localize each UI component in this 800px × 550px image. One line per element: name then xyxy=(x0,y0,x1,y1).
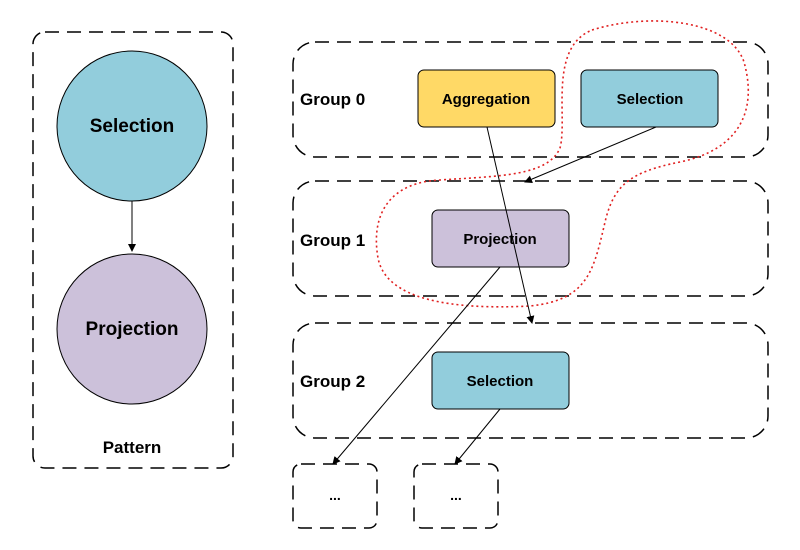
group-0-aggregation-node xyxy=(417,69,556,128)
group-1-projection-label: Projection xyxy=(463,231,536,248)
group-1-projection-node xyxy=(431,209,570,268)
pattern-selection-label: Selection xyxy=(90,116,174,137)
group-2-selection-node xyxy=(431,351,570,410)
group-2-label: Group 2 xyxy=(300,372,365,391)
group-0-label: Group 0 xyxy=(300,90,365,109)
placeholder-group-1-label: ... xyxy=(329,487,341,503)
edge-group1-projection-to-placeholder-1 xyxy=(332,266,501,465)
edge-group2-selection-to-placeholder-2 xyxy=(454,408,501,465)
placeholder-group-1 xyxy=(292,463,378,529)
group-0-selection-label: Selection xyxy=(617,91,684,108)
placeholder-group-2 xyxy=(413,463,499,529)
group-2-selection-label: Selection xyxy=(467,373,534,390)
group-0-aggregation-label: Aggregation xyxy=(442,91,530,108)
pattern-projection-label: Projection xyxy=(86,319,179,340)
pattern-box xyxy=(32,31,234,469)
group-0-selection-node xyxy=(580,69,719,128)
placeholder-group-2-label: ... xyxy=(450,487,462,503)
pattern-title: Pattern xyxy=(103,438,162,457)
edge-group0-aggregation-to-group2 xyxy=(486,126,535,324)
pattern-projection-node xyxy=(56,253,208,405)
group-1-label: Group 1 xyxy=(300,231,365,250)
edge-group0-selection-to-group1 xyxy=(524,126,657,183)
match-highlight-outline xyxy=(375,20,750,308)
